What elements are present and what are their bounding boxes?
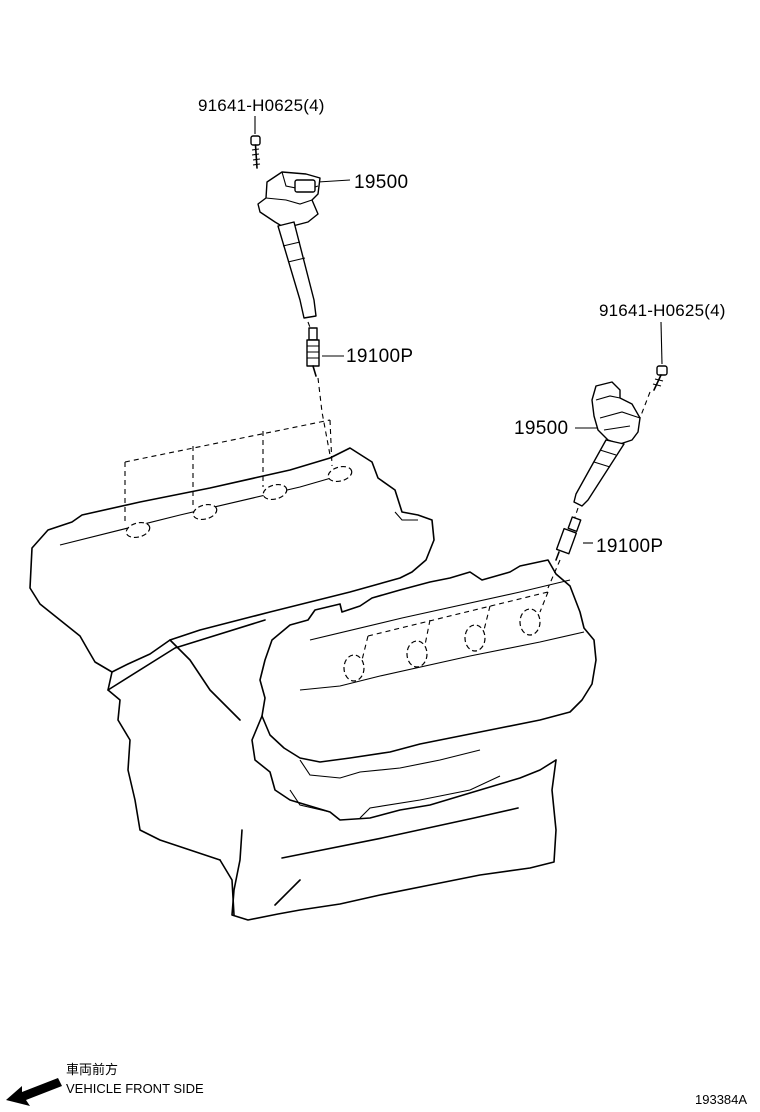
vehicle-front-direction: 車両前方 VEHICLE FRONT SIDE: [6, 1062, 204, 1106]
callout-coil-upper: 19500: [354, 172, 408, 193]
figure-id: 193384A: [695, 1092, 747, 1107]
plug-hole: [464, 624, 486, 652]
upper-spark-plug: [306, 327, 320, 377]
engine-block: [29, 447, 597, 921]
left-head-wall: [107, 671, 221, 861]
upper-ignition-coil: [257, 171, 321, 319]
callout-coil-lower: 19500: [514, 418, 568, 439]
plug-hole: [125, 521, 151, 539]
right-cylinder-head: [259, 559, 597, 763]
direction-label-japanese: 車両前方: [66, 1062, 118, 1077]
right-head-alignment-bracket: [361, 591, 549, 661]
engine-block-body: [251, 715, 557, 821]
plug-hole: [519, 608, 541, 636]
upper-bolt: [250, 135, 261, 169]
left-cylinder-head: [29, 447, 435, 673]
right-head-plug-holes: [343, 608, 541, 682]
plug-hole: [262, 483, 288, 501]
left-head-alignment-bracket: [124, 419, 333, 522]
plug-hole: [343, 654, 365, 682]
plug-hole: [327, 465, 353, 483]
left-head-plug-holes: [125, 465, 353, 539]
callout-bolt-upper: 91641-H0625(4): [198, 96, 325, 115]
direction-arrow-icon: [6, 1078, 62, 1106]
plug-hole: [192, 503, 218, 521]
direction-label-english: VEHICLE FRONT SIDE: [66, 1081, 204, 1096]
plug-hole: [406, 640, 428, 668]
lower-spark-plug: [555, 516, 582, 561]
callout-plug-lower: 19100P: [596, 536, 663, 557]
lower-ignition-coil: [573, 381, 641, 507]
callout-bolt-lower: 91641-H0625(4): [599, 301, 726, 320]
lower-bolt: [652, 365, 668, 391]
callout-plug-upper: 19100P: [346, 346, 413, 367]
